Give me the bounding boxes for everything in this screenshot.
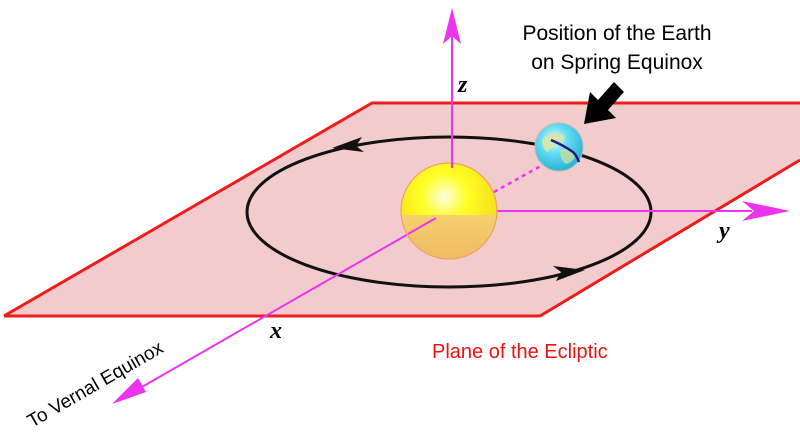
plane-label: Plane of the Ecliptic	[432, 341, 608, 363]
callout-arrow	[584, 82, 624, 124]
x-axis-arrowhead	[112, 378, 146, 404]
orbit-arrow-back	[332, 137, 364, 152]
y-axis-arrowhead	[742, 201, 790, 221]
x-axis-line	[127, 217, 437, 396]
x-axis-label: x	[269, 318, 282, 344]
earth	[534, 122, 584, 172]
orbit-arrow-front	[553, 266, 585, 281]
callout-line-2: on Spring Equinox	[531, 51, 703, 74]
sun-earth-line	[493, 160, 549, 194]
z-axis-arrowhead	[443, 8, 461, 44]
callout-line-1: Position of the Earth	[522, 22, 711, 45]
y-axis-label: y	[716, 218, 730, 244]
z-axis-label: z	[457, 72, 468, 98]
x-axis-inner	[407, 217, 437, 235]
